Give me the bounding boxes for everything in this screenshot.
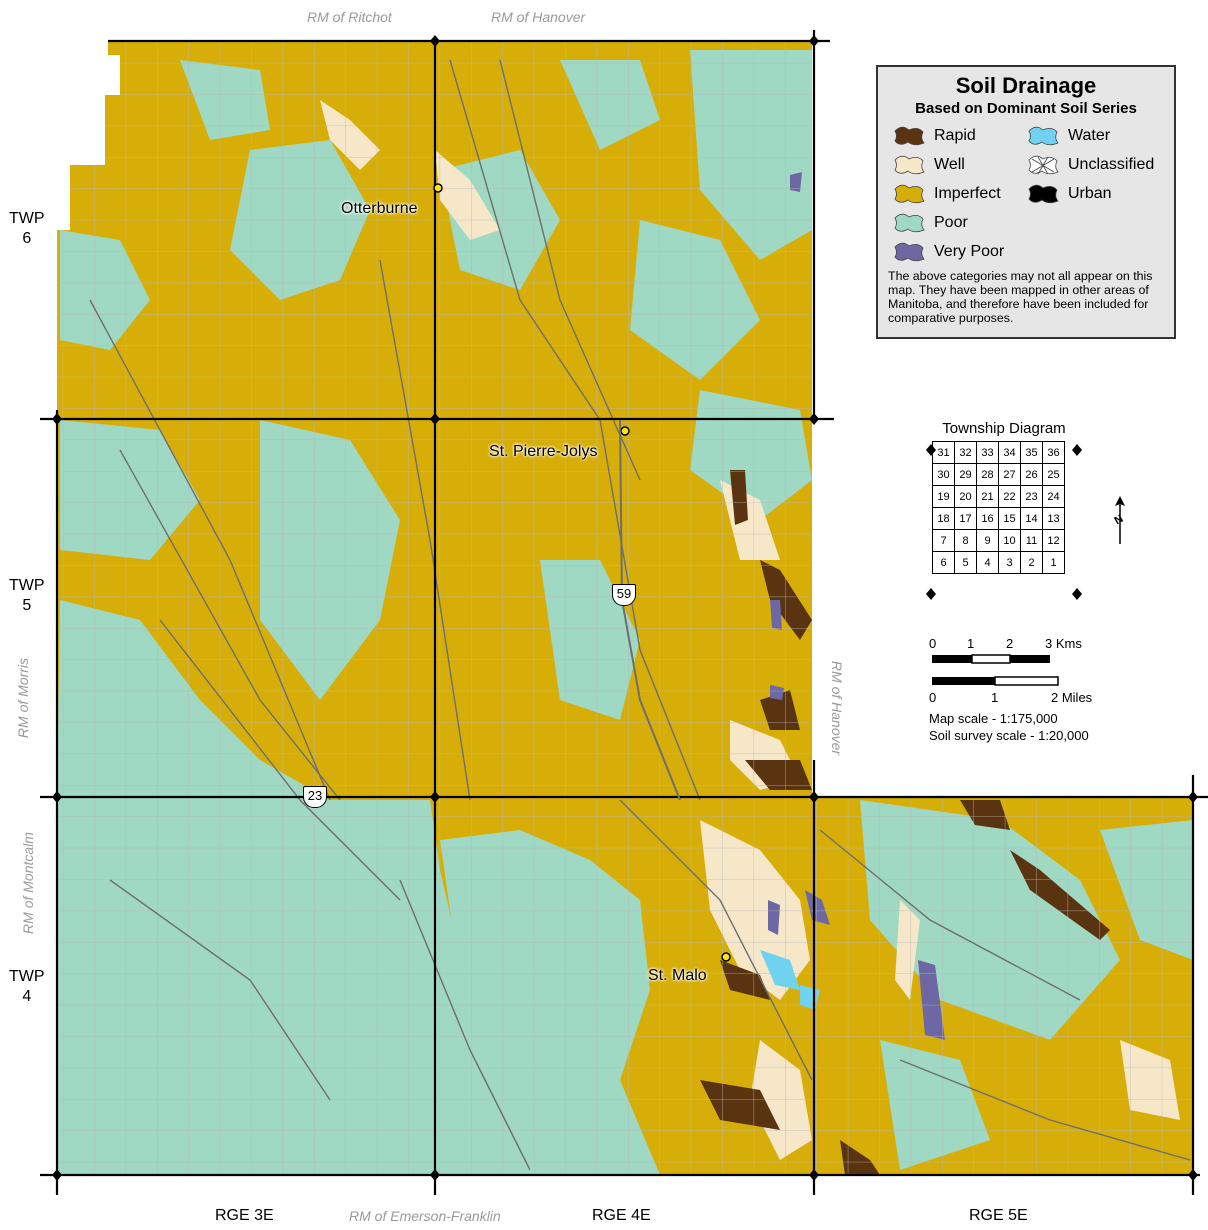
neighbor-rm-montcalm: RM of Montcalm [19, 832, 36, 934]
mile-tick-0: 0 [929, 690, 937, 705]
north-arrow-icon [1115, 496, 1125, 544]
map-scale-text: Map scale - 1:175,000 [929, 711, 1058, 726]
scale-bars [932, 654, 1059, 686]
water-swatch-icon [1028, 126, 1059, 146]
range-5e-label: RGE 5E [969, 1207, 1028, 1224]
range-3e-label: RGE 3E [215, 1207, 274, 1224]
neighbor-rm-emerson-franklin: RM of Emerson-Franklin [349, 1208, 501, 1224]
km-tick-3: 3 Kms [1045, 636, 1082, 651]
km-tick-0: 0 [929, 636, 937, 651]
township-section-cell: 1 [1042, 551, 1065, 574]
town-markers [433, 183, 731, 962]
mile-tick-2: 2 Miles [1051, 690, 1093, 705]
legend-title: Soil Drainage [955, 73, 1097, 98]
legend-box: Soil Drainage Based on Dominant Soil Ser… [876, 65, 1176, 339]
imperfect-swatch-icon [894, 184, 925, 204]
legend-item-unclassified: Unclassified [1026, 154, 1154, 176]
highway-59-road [619, 419, 681, 801]
legend-note: The above categories may not all appear … [888, 269, 1153, 325]
township-section-cell: 24 [1042, 485, 1065, 508]
poor-swatch-icon [894, 213, 925, 233]
legend-item-poor: Poor [892, 212, 968, 234]
township-section-cell: 29 [954, 463, 977, 486]
range-4e-label: RGE 4E [592, 1207, 651, 1224]
highway-23-shield: 23 [303, 786, 327, 808]
well-swatch-icon [894, 155, 925, 175]
grid-corner-diamonds [52, 35, 1198, 1181]
very-poor-swatch-icon [894, 242, 925, 262]
township-section-cell: 13 [1042, 507, 1065, 530]
township-section-cell: 3 [998, 551, 1021, 574]
town-st-pierre-jolys: St. Pierre-Jolys [489, 443, 598, 460]
neighbor-rm-hanover-right: RM of Hanover [829, 660, 846, 756]
legend-item-well: Well [892, 154, 965, 176]
km-tick-1: 1 [967, 636, 975, 651]
survey-scale-text: Soil survey scale - 1:20,000 [929, 728, 1089, 743]
legend-item-imperfect: Imperfect [892, 183, 1001, 205]
township-range-grid [40, 30, 1208, 1195]
legend-item-very-poor: Very Poor [892, 241, 1004, 263]
north-arrow: N [1110, 496, 1130, 546]
unclassified-swatch-icon [1028, 155, 1059, 175]
legend-item-water: Water [1026, 125, 1110, 147]
rapid-swatch-icon [894, 126, 925, 146]
legend-item-rapid: Rapid [892, 125, 976, 147]
neighbor-rm-morris: RM of Morris [15, 657, 32, 739]
urban-swatch-icon [1028, 184, 1059, 204]
town-otterburne: Otterburne [341, 200, 418, 217]
town-st-malo: St. Malo [648, 967, 707, 984]
township-corner-diamonds [926, 444, 1082, 600]
neighbor-rm-ritchot: RM of Ritchot [307, 9, 392, 25]
highway-59-shield: 59 [612, 584, 636, 606]
km-tick-2: 2 [1006, 636, 1014, 651]
township-section-cell: 34 [998, 441, 1021, 464]
township-section-cell: 12 [1042, 529, 1065, 552]
township-diagram-title: Township Diagram [942, 420, 1066, 437]
legend-subtitle: Based on Dominant Soil Series [915, 100, 1137, 117]
township-section-cell: 30 [932, 463, 955, 486]
mile-tick-1: 1 [991, 690, 999, 705]
legend-item-urban: Urban [1026, 183, 1112, 205]
neighbor-rm-hanover-top: RM of Hanover [491, 9, 586, 25]
